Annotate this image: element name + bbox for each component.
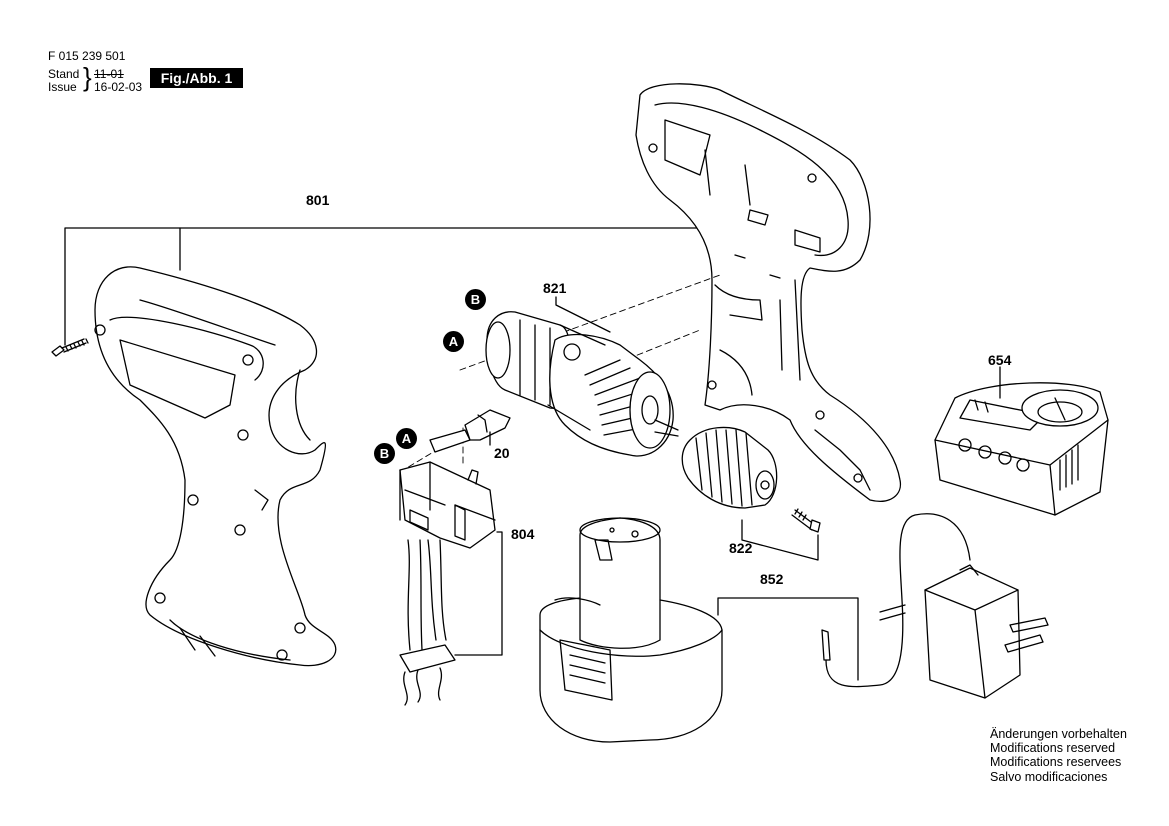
drill-chuck [681, 426, 778, 509]
callout-801: 801 [306, 192, 330, 208]
callout-20: 20 [494, 445, 510, 461]
callout-654: 654 [988, 352, 1012, 368]
marker-a-switch: A [396, 428, 417, 449]
leader-821 [555, 296, 611, 333]
motor-gearbox [485, 311, 679, 457]
issue-value: 16-02-03 [94, 80, 143, 94]
charger-cord [821, 513, 971, 688]
revision-values: 11-01 16-02-03 [94, 68, 142, 94]
document-part-number: F 015 239 501 [48, 49, 126, 63]
switch-lever [429, 409, 511, 453]
marker-a-motor: A [443, 331, 464, 352]
modification-notes: Änderungen vorbehalten Modifications res… [990, 727, 1127, 784]
housing-left [94, 266, 337, 667]
chuck-screw [791, 508, 821, 533]
callout-852: 852 [760, 571, 784, 587]
note-fr: Modifications reservees [990, 755, 1122, 770]
issue-label: Issue [48, 80, 77, 94]
brace-symbol: } [83, 62, 92, 92]
stand-label: Stand [48, 67, 80, 81]
figure-label: Fig./Abb. 1 [150, 68, 243, 88]
battery-pack [539, 517, 723, 743]
callout-822: 822 [729, 540, 753, 556]
housing-screw [51, 338, 89, 357]
marker-b-switch: B [374, 443, 395, 464]
note-en: Modifications reserved [990, 741, 1116, 756]
callout-821: 821 [543, 280, 567, 296]
revision-labels: Stand Issue [48, 68, 79, 94]
leader-804 [454, 531, 503, 656]
note-de: Änderungen vorbehalten [990, 727, 1127, 741]
marker-b-motor: B [465, 289, 486, 310]
switch-unit [399, 461, 496, 706]
leader-852 [717, 597, 859, 681]
callout-804: 804 [511, 526, 535, 542]
housing-right [635, 83, 902, 502]
stand-value: 11-01 [94, 67, 124, 81]
power-adapter [924, 564, 1049, 699]
leader-822 [741, 519, 819, 561]
charger-base [934, 382, 1109, 516]
note-es: Salvo modificaciones [990, 769, 1108, 784]
